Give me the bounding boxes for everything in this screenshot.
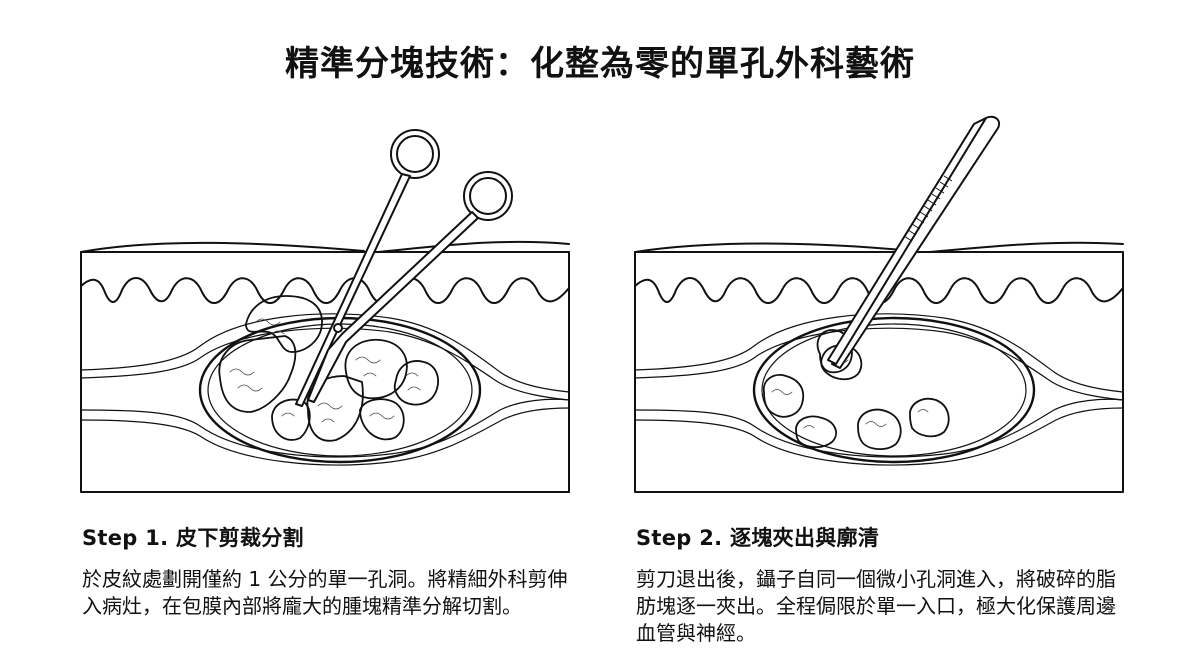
scissors-icon bbox=[295, 129, 513, 407]
step2-caption: Step 2. 逐塊夾出與廓清 剪刀退出後，鑷子自同一個微小孔洞進入，將破碎的脂… bbox=[636, 522, 1136, 647]
step2-title: Step 2. 逐塊夾出與廓清 bbox=[636, 526, 880, 550]
fascia-layer bbox=[634, 313, 1124, 393]
step1-caption: Step 1. 皮下剪裁分割 於皮紋處劃開僅約 1 公分的單一孔洞。將精細外科剪… bbox=[82, 522, 582, 620]
step1-title: Step 1. 皮下剪裁分割 bbox=[82, 526, 304, 550]
step1-description: 於皮紋處劃開僅約 1 公分的單一孔洞。將精細外科剪伸入病灶，在包膜內部將龐大的腫… bbox=[82, 567, 568, 618]
dermis-layer bbox=[80, 277, 570, 304]
skin-surface bbox=[80, 241, 365, 253]
diagram-step1 bbox=[80, 129, 570, 493]
forceps-icon bbox=[827, 115, 1000, 369]
step2-description: 剪刀退出後，鑷子自同一個微小孔洞進入，將破碎的脂肪塊逐一夾出。全程侷限於單一入口… bbox=[636, 567, 1116, 645]
grasped-fat-piece bbox=[816, 329, 853, 374]
page-title: 精準分塊技術：化整為零的單孔外科藝術 bbox=[285, 44, 915, 84]
skin-surface bbox=[634, 242, 915, 253]
lipoma-capsule bbox=[752, 316, 1036, 464]
diagram-step2 bbox=[634, 115, 1124, 493]
dermis-layer bbox=[634, 277, 1124, 304]
